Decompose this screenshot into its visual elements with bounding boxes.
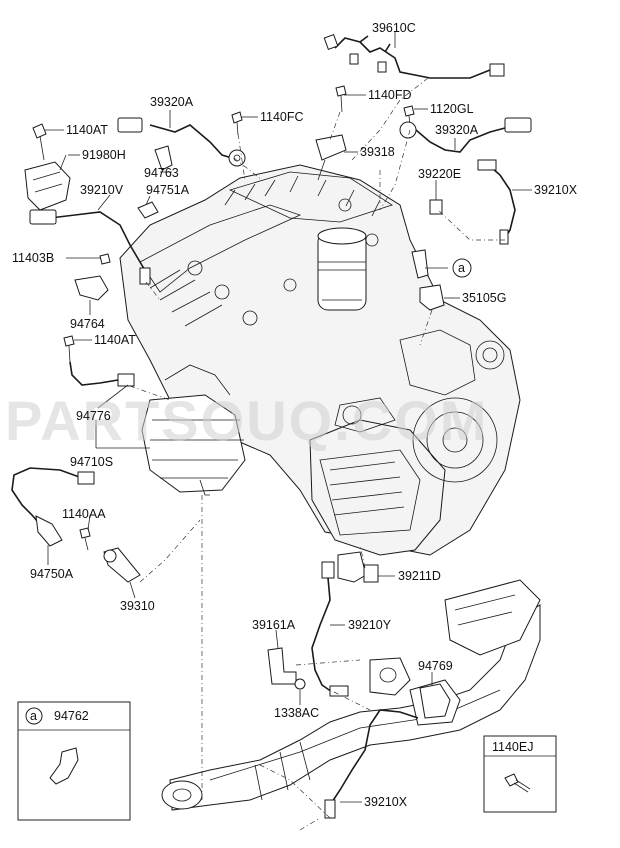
- cam-sensor-39318: [315, 134, 347, 181]
- bolt-1140at-mid: [63, 335, 75, 363]
- inset-94762: a 94762: [17, 701, 131, 821]
- callout-a[interactable]: a: [452, 258, 472, 278]
- label-35105g[interactable]: 35105G: [462, 291, 506, 305]
- label-94750a[interactable]: 94750A: [30, 567, 74, 581]
- bolt-1140ej: [504, 773, 519, 787]
- label-94751a[interactable]: 94751A: [146, 183, 190, 197]
- bolt-1140fc: [231, 111, 243, 136]
- knock-sensor-39320a-top: [117, 117, 246, 167]
- bolt-and-bracket-91980h: [24, 123, 71, 211]
- watermark: PARTSOUQ.COM: [5, 389, 488, 452]
- label-39318[interactable]: 39318: [360, 145, 395, 159]
- label-39161a[interactable]: 39161A: [252, 618, 296, 632]
- inset-a-circle: [25, 707, 43, 725]
- label-1140fc[interactable]: 1140FC: [260, 110, 304, 124]
- label-1140fd[interactable]: 1140FD: [368, 88, 412, 102]
- label-94710s[interactable]: 94710S: [70, 455, 113, 469]
- label-39211d[interactable]: 39211D: [398, 569, 441, 583]
- crank-sensor-39310: [103, 547, 141, 583]
- bracket-94764: [74, 275, 109, 301]
- label-1140aa[interactable]: 1140AA: [62, 507, 106, 521]
- label-94763[interactable]: 94763: [144, 166, 179, 180]
- inset-1140ej-frame: [483, 735, 557, 813]
- bracket-35105g: [419, 284, 445, 311]
- catalytic-converter: [141, 394, 246, 493]
- bracket-39161a: [267, 647, 297, 685]
- inset-1140ej-label[interactable]: 1140EJ: [492, 740, 533, 754]
- oxygen-sensor-39210x-top: [477, 159, 516, 245]
- oxygen-sensor-39210v: [29, 209, 151, 285]
- label-11403b[interactable]: 11403B: [12, 251, 54, 265]
- callout-a-letter: a: [458, 261, 465, 275]
- bracket-a-marker-part: [411, 249, 429, 279]
- inset-a-letter: a: [30, 709, 37, 723]
- nut-1338ac: [294, 678, 306, 690]
- exhaust-pipe-illustration: [161, 579, 541, 811]
- label-39310[interactable]: 39310: [120, 599, 155, 613]
- bolt-11403b: [99, 253, 111, 265]
- sensor-94776: [69, 361, 135, 387]
- bolt-1140fd: [335, 85, 347, 113]
- bolt-1140aa: [79, 527, 91, 551]
- label-94776[interactable]: 94776: [76, 409, 111, 423]
- label-39320a-right[interactable]: 39320A: [435, 123, 479, 137]
- label-39210x-bottom[interactable]: 39210X: [364, 795, 408, 809]
- bracket-94762: [49, 747, 79, 785]
- label-1140at-top[interactable]: 1140AT: [66, 123, 108, 137]
- reference-lines: [129, 77, 505, 831]
- bracket-94763: [154, 145, 173, 171]
- label-39210x-top[interactable]: 39210X: [534, 183, 578, 197]
- label-1338ac[interactable]: 1338AC: [274, 706, 319, 720]
- bracket-94769: [419, 683, 451, 719]
- leader-lines: [44, 32, 532, 803]
- cable-94750a: [11, 467, 95, 547]
- inset-1140ej: 1140EJ: [483, 735, 557, 813]
- label-94764[interactable]: 94764: [70, 317, 105, 331]
- bracket-39211d: [337, 551, 379, 583]
- clip-94751a: [137, 201, 159, 219]
- label-1140at-mid[interactable]: 1140AT: [94, 333, 136, 347]
- part-labels: 39610C 39320A 1140FD 1140AT 1140FC 1120G…: [12, 21, 578, 809]
- label-94769[interactable]: 94769: [418, 659, 453, 673]
- label-39210y[interactable]: 39210Y: [348, 618, 392, 632]
- label-39220e[interactable]: 39220E: [418, 167, 461, 181]
- bolt-1120gl: [403, 105, 415, 125]
- label-39320a-top[interactable]: 39320A: [150, 95, 194, 109]
- label-91980h[interactable]: 91980H: [82, 148, 126, 162]
- engine-assembly-illustration: [119, 164, 521, 556]
- inset-94762-label[interactable]: 94762: [54, 709, 89, 723]
- oxygen-sensor-39210y: [311, 561, 349, 697]
- label-39610c[interactable]: 39610C: [372, 21, 416, 35]
- label-39210v[interactable]: 39210V: [80, 183, 124, 197]
- callout-a-circle: [452, 258, 472, 278]
- wiring-harness-39610c: [323, 34, 505, 79]
- label-1120gl[interactable]: 1120GL: [430, 102, 474, 116]
